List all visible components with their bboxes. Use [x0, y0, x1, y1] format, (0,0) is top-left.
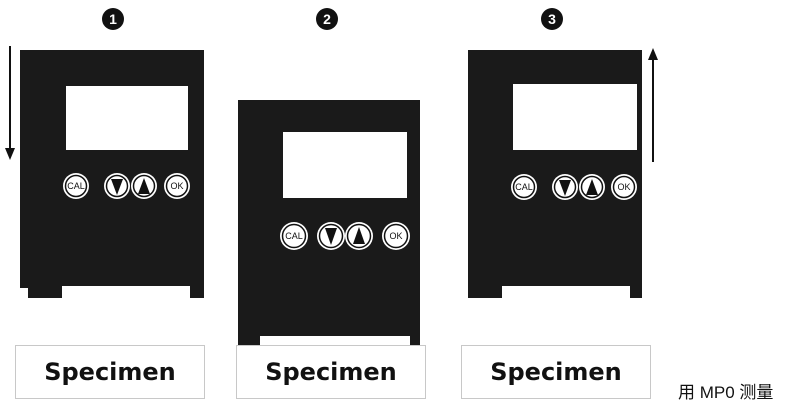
arrow-up-icon [648, 48, 658, 162]
up-arrow-icon [586, 179, 598, 195]
screen [513, 84, 637, 150]
specimen-block-2: Specimen [236, 345, 426, 399]
step-1-badge: 1 [102, 8, 124, 30]
arrow-down-icon [5, 46, 15, 160]
down-button[interactable] [317, 222, 345, 250]
down-button[interactable] [552, 174, 578, 200]
gauge-step-3 [648, 48, 658, 162]
ok-button[interactable]: OK [164, 173, 190, 199]
ok-button[interactable]: OK [611, 174, 637, 200]
screen [66, 86, 188, 150]
step-3-badge: 3 [541, 8, 563, 30]
ok-button[interactable]: OK [382, 222, 410, 250]
down-arrow-icon [325, 228, 337, 245]
svg-text:CAL: CAL [285, 231, 303, 241]
svg-text:CAL: CAL [515, 182, 533, 192]
cal-button[interactable]: CAL [63, 173, 89, 199]
specimen-block-3: Specimen [461, 345, 651, 399]
figure-caption: 用 MP0 测量 [678, 383, 774, 402]
down-arrow-icon [111, 179, 123, 195]
step-2-badge: 2 [316, 8, 338, 30]
svg-text:OK: OK [617, 182, 630, 192]
down-arrow-icon [559, 180, 571, 196]
screen [283, 132, 407, 198]
down-button[interactable] [104, 173, 130, 199]
up-arrow-icon [353, 227, 365, 244]
gauge-step-2: CAL OK [238, 100, 420, 346]
cal-button[interactable]: CAL [280, 222, 308, 250]
up-button[interactable] [345, 222, 373, 250]
cal-button[interactable]: CAL [511, 174, 537, 200]
up-button[interactable] [131, 173, 157, 199]
svg-text:OK: OK [170, 181, 183, 191]
up-arrow-icon [138, 178, 150, 194]
gauge-step-3-body: CAL OK [468, 50, 642, 298]
svg-text:OK: OK [389, 231, 402, 241]
svg-text:CAL: CAL [67, 181, 85, 191]
gauge-step-1: CAL OK [5, 46, 204, 298]
specimen-block-1: Specimen [15, 345, 205, 399]
up-button[interactable] [579, 174, 605, 200]
